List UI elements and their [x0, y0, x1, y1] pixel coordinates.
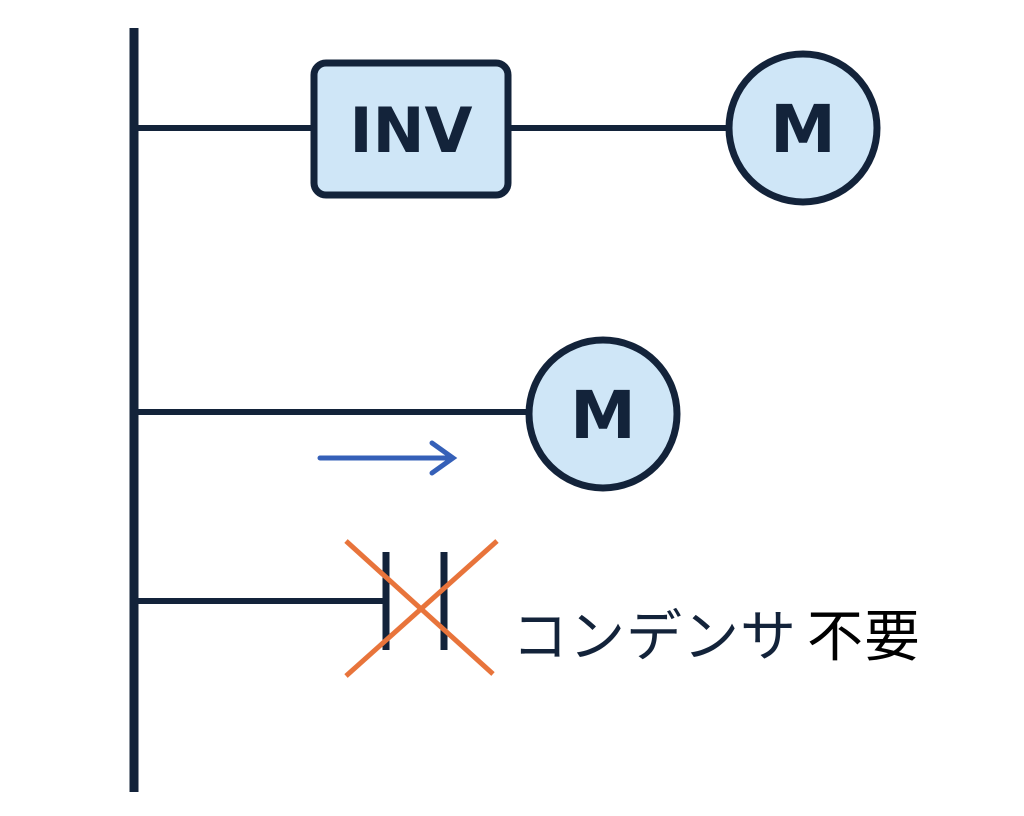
arrow-icon: [317, 440, 458, 476]
capacitor-not-required-label: コンデンサ不要: [512, 592, 921, 673]
motor-2: [525, 336, 681, 492]
motor-1-label: M: [770, 91, 836, 168]
motor-1: [725, 50, 881, 206]
inverter-label: INV: [350, 94, 473, 167]
cross-icon: [344, 539, 499, 678]
capacitor-text: コンデンサ: [512, 605, 797, 670]
motor-2-label: M: [570, 377, 636, 454]
not-required-text: 不要: [807, 605, 921, 670]
